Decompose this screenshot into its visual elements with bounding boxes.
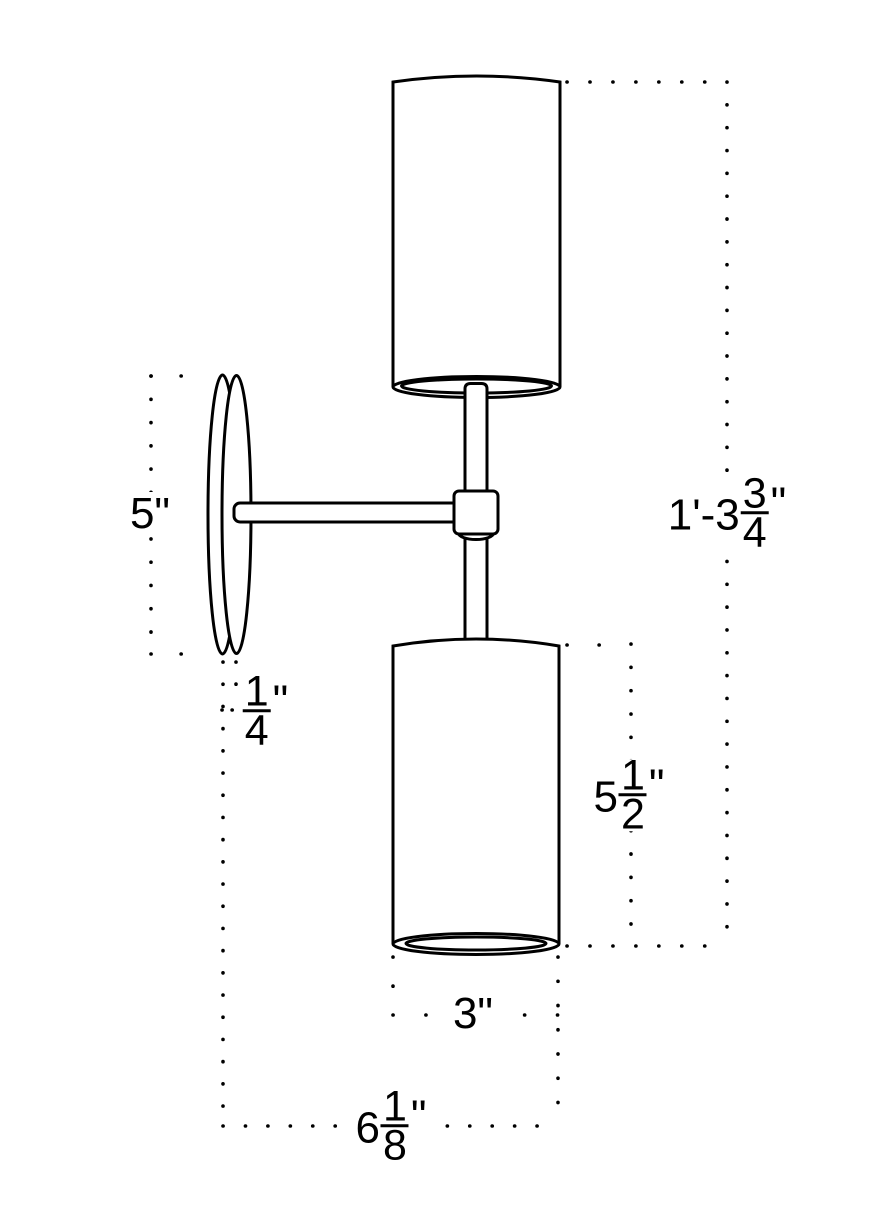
fraction-numerator: 1 bbox=[618, 751, 647, 800]
fraction-numerator: 1 bbox=[242, 667, 271, 716]
dim-prefix: 5 bbox=[593, 772, 618, 821]
top-shade-body bbox=[391, 74, 562, 387]
dim-text: 3" bbox=[452, 989, 494, 1038]
fraction-numerator: 1 bbox=[380, 1082, 409, 1131]
dim-suffix: " bbox=[770, 478, 787, 527]
fraction-denominator: 8 bbox=[382, 1121, 407, 1170]
dim-prefix: 1'-3 bbox=[667, 490, 740, 539]
bottom-shade bbox=[391, 637, 561, 956]
bottom-shade-bottom-rim-inner bbox=[404, 935, 548, 952]
hub-body bbox=[452, 489, 500, 536]
dim-prefix: 6 bbox=[355, 1103, 380, 1152]
lower-stem bbox=[463, 522, 489, 648]
dim-label-plate-diameter: 5" bbox=[126, 489, 174, 538]
fraction-denominator: 4 bbox=[742, 508, 767, 557]
upper-stem bbox=[463, 382, 489, 498]
fraction-denominator: 2 bbox=[620, 790, 645, 839]
dim-suffix: " bbox=[410, 1091, 427, 1140]
dim-suffix: " bbox=[272, 676, 289, 725]
dim-suffix: " bbox=[648, 760, 665, 809]
fraction-numerator: 3 bbox=[740, 469, 769, 518]
bottom-shade-body bbox=[391, 637, 561, 944]
dim-text: 5" bbox=[129, 489, 171, 538]
mounting-arm bbox=[232, 501, 464, 524]
hub-block bbox=[452, 489, 500, 541]
dim-label-shade-diameter: 3" bbox=[449, 989, 497, 1038]
fraction-denominator: 4 bbox=[244, 706, 269, 755]
top-shade bbox=[391, 74, 562, 399]
